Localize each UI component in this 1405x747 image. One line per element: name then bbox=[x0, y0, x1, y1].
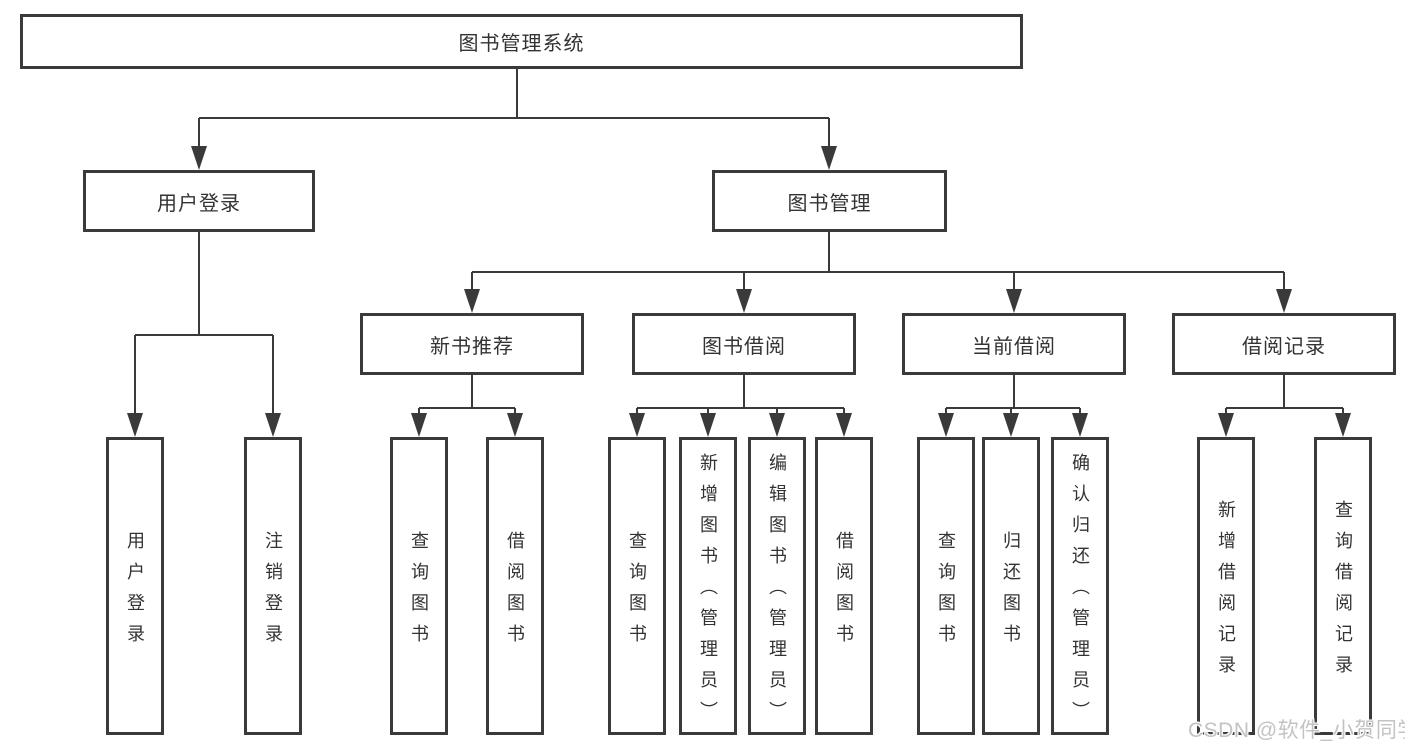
arrow-down-icon bbox=[127, 413, 143, 437]
node-label: 用户登录 bbox=[157, 192, 241, 215]
leaf-logout: 注销登录 bbox=[244, 437, 302, 735]
arrow-down-icon bbox=[736, 289, 752, 313]
arrow-down-icon bbox=[411, 413, 427, 437]
leaf-current-confirm-return-admin: 确认归还（管理员） bbox=[1051, 437, 1109, 735]
arrow-down-icon bbox=[1276, 289, 1292, 313]
connector-vline bbox=[743, 272, 745, 295]
node-label: 查询图书 bbox=[409, 530, 429, 655]
connector-vline bbox=[134, 335, 136, 419]
node-root: 图书管理系统 bbox=[20, 14, 1023, 69]
node-label: 图书管理系统 bbox=[458, 33, 585, 55]
arrow-down-icon bbox=[1006, 289, 1022, 313]
arrow-down-icon bbox=[265, 413, 281, 437]
leaf-borrowing-query-books: 查询图书 bbox=[608, 437, 666, 735]
leaf-borrowing-add-books-admin: 新增图书（管理员） bbox=[679, 437, 737, 735]
node-label: 确认归还（管理员） bbox=[1070, 453, 1090, 732]
connector-hline bbox=[135, 334, 273, 336]
arrow-down-icon bbox=[836, 413, 852, 437]
arrow-down-icon bbox=[1072, 413, 1088, 437]
node-label: 借阅图书 bbox=[505, 530, 525, 655]
arrow-down-icon bbox=[1218, 413, 1234, 437]
arrow-down-icon bbox=[700, 413, 716, 437]
arrow-down-icon bbox=[769, 413, 785, 437]
node-label: 查询图书 bbox=[936, 530, 956, 655]
connector-vline bbox=[1283, 272, 1285, 295]
arrow-down-icon bbox=[464, 289, 480, 313]
connector-vline bbox=[516, 69, 518, 118]
node-label: 图书借阅 bbox=[702, 335, 786, 358]
node-label: 图书管理 bbox=[787, 192, 872, 215]
connector-vline bbox=[743, 375, 745, 408]
node-label: 用户登录 bbox=[125, 530, 145, 655]
leaf-newbook-borrow-books: 借阅图书 bbox=[486, 437, 544, 735]
connector-hline bbox=[199, 117, 829, 119]
arrow-down-icon bbox=[191, 146, 207, 170]
node-book-management: 图书管理 bbox=[712, 170, 947, 232]
csdn-watermark: CSDN @软件_小贺同学 bbox=[1188, 719, 1405, 742]
leaf-records-add-record: 新增借阅记录 bbox=[1197, 437, 1255, 735]
node-label: 借阅记录 bbox=[1242, 335, 1326, 358]
arrow-down-icon bbox=[1335, 413, 1351, 437]
connector-vline bbox=[828, 118, 830, 152]
node-borrowing-records: 借阅记录 bbox=[1172, 313, 1396, 375]
node-label: 新书推荐 bbox=[430, 335, 514, 358]
node-new-book-recommend: 新书推荐 bbox=[360, 313, 584, 375]
connector-hline bbox=[1226, 407, 1343, 409]
connector-vline bbox=[272, 335, 274, 419]
node-label: 借阅图书 bbox=[834, 530, 854, 655]
leaf-records-query-record: 查询借阅记录 bbox=[1314, 437, 1372, 735]
node-user-login: 用户登录 bbox=[83, 170, 315, 232]
node-book-borrowing: 图书借阅 bbox=[632, 313, 856, 375]
connector-vline bbox=[471, 272, 473, 295]
arrow-down-icon bbox=[821, 146, 837, 170]
leaf-borrowing-edit-books-admin: 编辑图书（管理员） bbox=[748, 437, 806, 735]
connector-vline bbox=[198, 118, 200, 152]
node-label: 注销登录 bbox=[263, 530, 283, 655]
node-current-borrowing: 当前借阅 bbox=[902, 313, 1126, 375]
leaf-current-return-books: 归还图书 bbox=[982, 437, 1040, 735]
leaf-user-login: 用户登录 bbox=[106, 437, 164, 735]
node-label: 新增图书（管理员） bbox=[698, 453, 718, 732]
connector-vline bbox=[1013, 272, 1015, 295]
node-label: 当前借阅 bbox=[972, 335, 1056, 358]
leaf-borrowing-borrow-books: 借阅图书 bbox=[815, 437, 873, 735]
connector-vline bbox=[198, 232, 200, 335]
connector-hline bbox=[472, 271, 1284, 273]
node-label: 新增借阅记录 bbox=[1216, 499, 1236, 686]
connector-hline bbox=[419, 407, 515, 409]
leaf-current-query-books: 查询图书 bbox=[917, 437, 975, 735]
node-label: 查询借阅记录 bbox=[1333, 499, 1353, 686]
arrow-down-icon bbox=[629, 413, 645, 437]
connector-hline bbox=[946, 407, 1080, 409]
connector-vline bbox=[471, 375, 473, 408]
arrow-down-icon bbox=[938, 413, 954, 437]
leaf-newbook-query-books: 查询图书 bbox=[390, 437, 448, 735]
connector-hline bbox=[637, 407, 844, 409]
connector-vline bbox=[1013, 375, 1015, 408]
connector-vline bbox=[1283, 375, 1285, 408]
arrow-down-icon bbox=[1003, 413, 1019, 437]
node-label: 查询图书 bbox=[627, 530, 647, 655]
node-label: 归还图书 bbox=[1001, 530, 1021, 655]
connector-vline bbox=[828, 232, 830, 272]
node-label: 编辑图书（管理员） bbox=[767, 453, 787, 732]
arrow-down-icon bbox=[507, 413, 523, 437]
